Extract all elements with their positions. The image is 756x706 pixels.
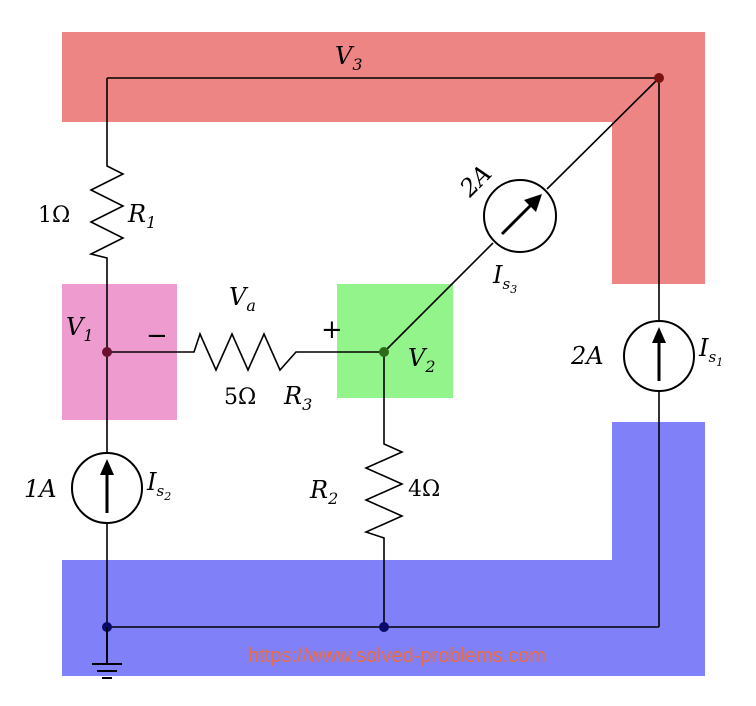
va-minus-sign: − — [146, 321, 168, 351]
r1-value: 1Ω — [38, 203, 70, 228]
r3-value: 5Ω — [224, 385, 256, 410]
v2-node-dot — [379, 347, 389, 357]
ground-icon — [92, 627, 122, 679]
v1-label: V1 — [66, 313, 94, 345]
is1-current-source — [623, 320, 695, 392]
is2-current-source — [71, 452, 143, 524]
wires — [106, 77, 660, 628]
va-plus-sign: + — [321, 315, 343, 345]
is3-name: Is3 — [492, 261, 517, 296]
v3-node-dot — [654, 73, 664, 83]
v3-label: V3 — [335, 42, 363, 74]
watermark-link[interactable]: https://www.solved-problems.com — [248, 645, 546, 667]
v3-region — [62, 32, 705, 284]
ground-region — [62, 422, 705, 676]
is1-value: 2A — [570, 342, 604, 370]
r3-resistor-icon — [188, 331, 302, 372]
r1-resistor-icon — [88, 160, 125, 262]
v1-node-dot — [102, 347, 112, 357]
r2-name: R2 — [309, 476, 338, 508]
va-label: Va — [229, 283, 256, 315]
arrow-icon — [652, 327, 666, 343]
ground-node-dot-mid — [379, 622, 389, 632]
r1-name: R1 — [127, 200, 156, 232]
is1-name: Is1 — [698, 334, 723, 369]
is2-name: Is2 — [146, 468, 171, 503]
arrow-icon — [524, 194, 542, 212]
r2-value: 4Ω — [408, 477, 440, 502]
is2-value: 1A — [24, 475, 57, 503]
arrow-icon — [100, 459, 114, 475]
r2-resistor-icon — [363, 438, 404, 542]
r3-name: R3 — [283, 382, 312, 414]
v2-label: V2 — [408, 344, 436, 376]
is3-current-source — [483, 179, 557, 253]
